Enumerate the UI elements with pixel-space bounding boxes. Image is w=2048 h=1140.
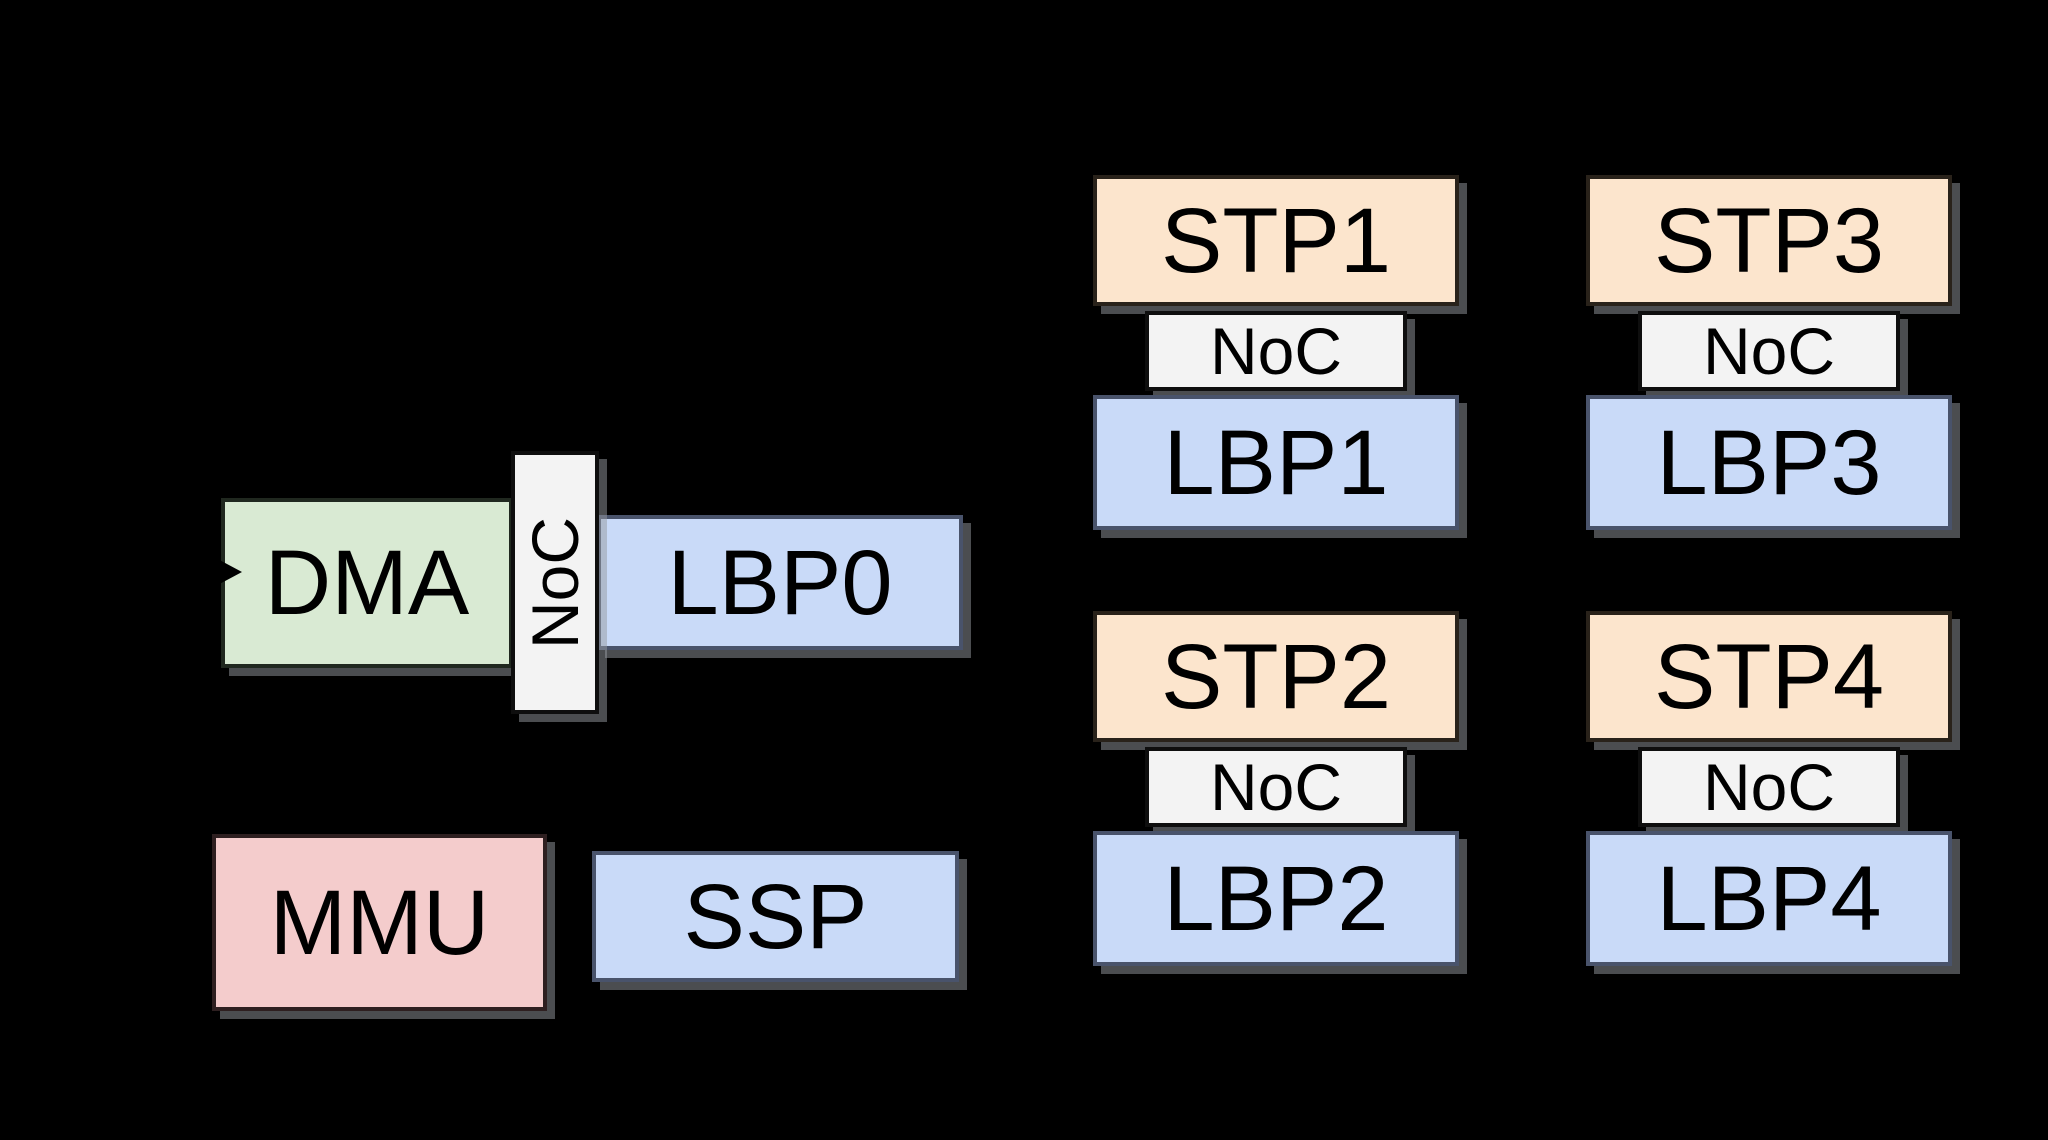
lbp1-label: LBP1 [1163,411,1389,514]
ssp-block: SSP [592,851,959,982]
stp4-label: STP4 [1653,625,1885,728]
lbp1-block: LBP1 [1093,395,1459,530]
lbp4-block: LBP4 [1586,831,1952,966]
lbp3-label: LBP3 [1656,411,1882,514]
lbp3-block: LBP3 [1586,395,1952,530]
lbp0-block: LBP0 [597,515,963,650]
arrow-into-dma-icon [212,556,242,588]
dma-block: DMA [221,498,513,668]
noc-bridge-4: NoC [1638,747,1900,827]
stp2-block: STP2 [1093,611,1459,742]
noc4-label: NoC [1702,750,1836,824]
noc-vertical-label: NoC [518,516,593,649]
ssp-label: SSP [683,865,868,968]
lbp4-label: LBP4 [1656,847,1882,950]
noc2-label: NoC [1209,750,1343,824]
stp2-label: STP2 [1160,625,1392,728]
stp1-label: STP1 [1160,189,1392,292]
noc-bridge-3: NoC [1638,311,1900,391]
lbp0-label: LBP0 [667,531,893,634]
noc-bridge-vertical: NoC [511,451,599,714]
stp4-block: STP4 [1586,611,1952,742]
lbp2-label: LBP2 [1163,847,1389,950]
noc-bridge-1: NoC [1145,311,1407,391]
dma-label: DMA [264,532,470,634]
noc1-label: NoC [1209,314,1343,388]
lbp2-block: LBP2 [1093,831,1459,966]
noc-bridge-2: NoC [1145,747,1407,827]
mmu-block: MMU [212,834,547,1011]
noc3-label: NoC [1702,314,1836,388]
stp1-block: STP1 [1093,175,1459,306]
stp3-label: STP3 [1653,189,1885,292]
mmu-label: MMU [269,871,490,974]
stp3-block: STP3 [1586,175,1952,306]
